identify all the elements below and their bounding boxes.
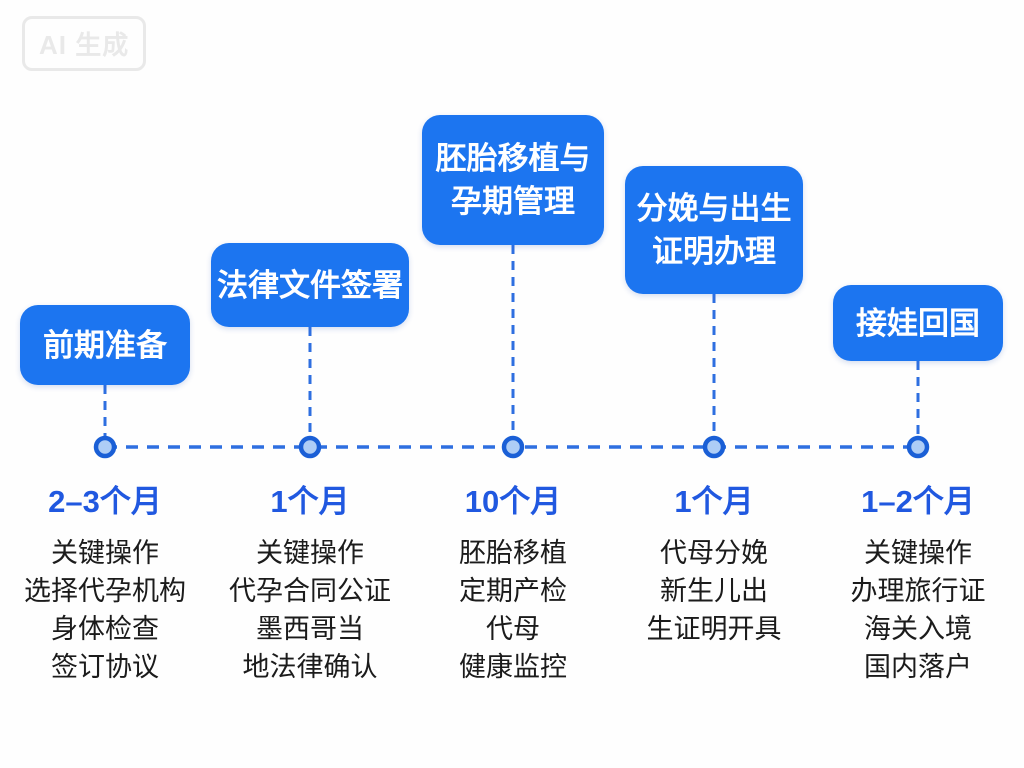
stage-box-preparation: 前期准备 xyxy=(20,305,190,385)
timeline-node-3 xyxy=(501,435,525,459)
stage-box-legal-signing: 法律文件签署 xyxy=(211,243,409,327)
timeline-node-4 xyxy=(702,435,726,459)
stage-details-preparation: 关键操作 选择代孕机构 身体检查 签订协议 xyxy=(24,538,186,682)
duration-label-4: 1个月 xyxy=(674,484,754,519)
duration-label-1: 2–3个月 xyxy=(48,484,162,519)
timeline-node-2 xyxy=(298,435,322,459)
ai-generated-watermark: AI 生成 xyxy=(22,16,147,71)
duration-label-5: 1–2个月 xyxy=(861,484,975,519)
stage-box-delivery-certificate: 分娩与出生 证明办理 xyxy=(625,166,803,294)
stage-details-delivery-certificate: 代母分娩 新生儿出 生证明开具 xyxy=(646,538,782,644)
stage-details-embryo-transfer: 胚胎移植 定期产检 代母 健康监控 xyxy=(459,538,567,682)
stage-box-return-home: 接娃回国 xyxy=(833,285,1003,361)
duration-label-2: 1个月 xyxy=(270,484,350,519)
stage-details-return-home: 关键操作 办理旅行证 海关入境 国内落户 xyxy=(850,538,986,682)
duration-label-3: 10个月 xyxy=(464,484,562,519)
stage-details-legal-signing: 关键操作 代孕合同公证 墨西哥当 地法律确认 xyxy=(229,538,391,682)
timeline-node-5 xyxy=(906,435,930,459)
stage-box-embryo-transfer: 胚胎移植与 孕期管理 xyxy=(422,115,604,245)
timeline-node-1 xyxy=(93,435,117,459)
